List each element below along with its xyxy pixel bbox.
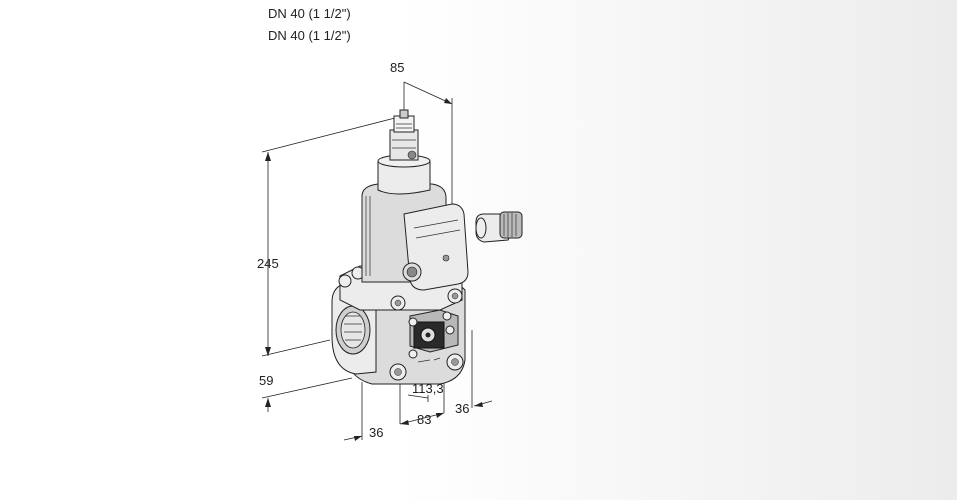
background-panel — [397, 0, 957, 500]
cable-gland — [475, 211, 523, 243]
dim-left-offset: 36 — [369, 425, 383, 440]
title-line-1: DN 40 (1 1/2") — [268, 6, 351, 21]
dim-right-offset: 36 — [455, 401, 469, 416]
dim-top-width: 85 — [390, 60, 404, 75]
valve-body — [331, 109, 523, 385]
dim-height: 245 — [257, 256, 279, 271]
dim-mid-offset: 83 — [417, 412, 431, 427]
dimension-labels: 85 245 59 36 83 113,3 36 — [257, 60, 469, 440]
title-line-2: DN 40 (1 1/2") — [268, 28, 351, 43]
dimension-lines — [261, 81, 493, 441]
dim-bottom-height: 59 — [259, 373, 273, 388]
dim-port-offset: 113,3 — [412, 381, 444, 396]
